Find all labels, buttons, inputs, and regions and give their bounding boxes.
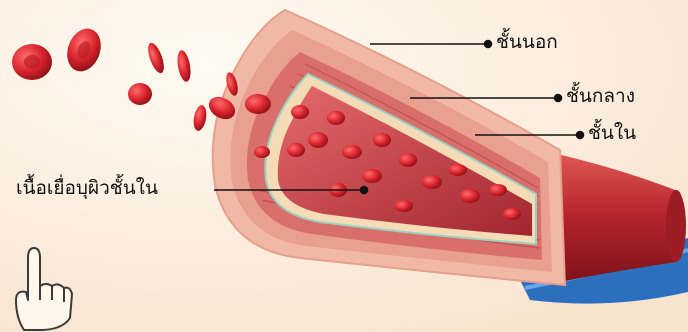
vessel-tube-end [666,190,686,262]
label-endothelium: เนื้อเยื่อบุผิวชั้นใน [16,179,158,198]
label-outer-layer: ชั้นนอก [496,33,558,52]
label-middle-layer: ชั้นกลาง [566,87,635,106]
label-inner-layer: ชั้นใน [588,124,636,143]
